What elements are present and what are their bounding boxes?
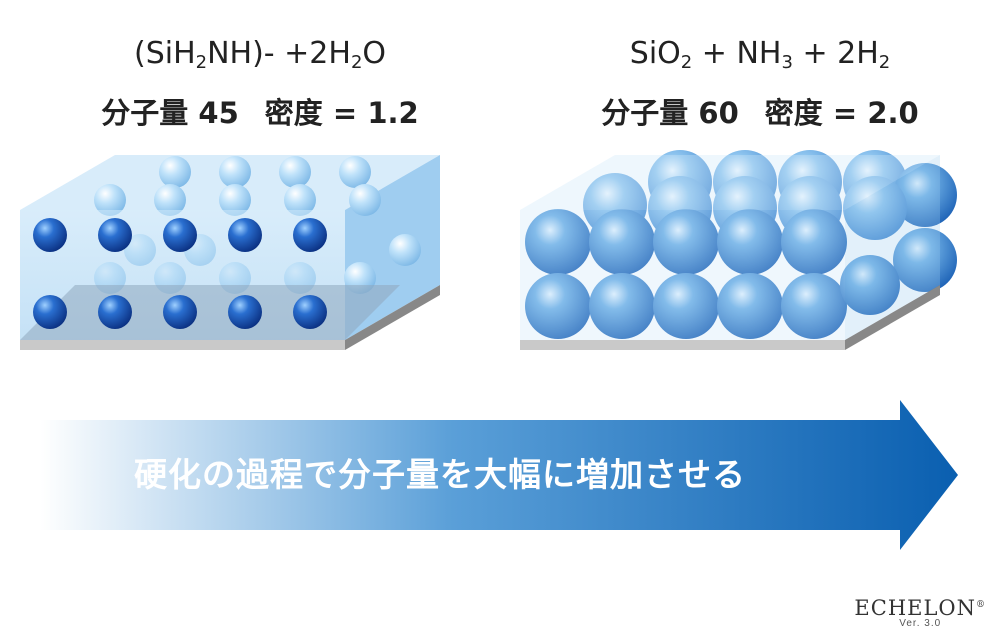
dark-sphere bbox=[293, 295, 327, 329]
light-sphere bbox=[159, 156, 191, 188]
right-formula-part2: + NH bbox=[692, 36, 782, 71]
light-sphere bbox=[94, 184, 126, 216]
big-sphere bbox=[717, 273, 783, 339]
left-formula-sub1: 2 bbox=[195, 52, 208, 73]
big-sphere bbox=[525, 209, 591, 275]
dark-sphere bbox=[228, 218, 262, 252]
big-sphere bbox=[525, 273, 591, 339]
left-base-side bbox=[345, 285, 440, 350]
light-sphere bbox=[284, 184, 316, 216]
right-box-side-face bbox=[845, 155, 940, 340]
big-sphere bbox=[781, 273, 847, 339]
right-front-spheres bbox=[525, 209, 900, 339]
dark-sphere bbox=[33, 218, 67, 252]
big-sphere bbox=[589, 209, 655, 275]
big-sphere bbox=[589, 273, 655, 339]
left-formula-sub2: 2 bbox=[350, 52, 363, 73]
right-density-label: 密度 bbox=[764, 96, 823, 130]
logo-version: Ver. 3.0 bbox=[899, 618, 942, 629]
left-density-label: 密度 bbox=[264, 96, 323, 130]
big-sphere bbox=[893, 163, 957, 227]
big-sphere bbox=[653, 273, 719, 339]
dark-sphere bbox=[33, 295, 67, 329]
right-mw-label: 分子量 bbox=[601, 96, 689, 130]
right-density-eq: = bbox=[832, 96, 858, 130]
dark-sphere bbox=[163, 295, 197, 329]
big-sphere bbox=[840, 255, 900, 315]
big-sphere bbox=[843, 176, 907, 240]
light-sphere bbox=[389, 234, 421, 266]
dark-sphere bbox=[98, 218, 132, 252]
left-front-spheres bbox=[33, 218, 327, 329]
left-formula-part1: (SiH bbox=[133, 36, 196, 71]
dark-sphere bbox=[163, 218, 197, 252]
left-properties: 分子量 45 密度 = 1.2 bbox=[20, 90, 500, 132]
right-box-front-face bbox=[520, 210, 845, 340]
left-density-eq: = bbox=[332, 96, 358, 130]
right-box-top-face bbox=[520, 155, 940, 210]
arrow-shape bbox=[40, 400, 958, 550]
right-formula-part3: + 2H bbox=[792, 36, 879, 71]
right-formula-sub1: 2 bbox=[680, 52, 693, 73]
light-sphere bbox=[349, 184, 381, 216]
left-formula-part2: NH)- +2H bbox=[207, 36, 351, 71]
right-formula-sub3: 2 bbox=[878, 52, 891, 73]
process-arrow: 硬化の過程で分子量を大幅に増加させる bbox=[40, 395, 960, 555]
right-formula: SiO2 + NH3 + 2H2 bbox=[520, 36, 1000, 73]
big-sphere bbox=[717, 209, 783, 275]
light-sphere bbox=[339, 156, 371, 188]
right-mw-value: 60 bbox=[698, 96, 739, 130]
left-formula-part3: O bbox=[362, 36, 387, 71]
big-sphere bbox=[653, 209, 719, 275]
right-density-value: 2.0 bbox=[867, 96, 919, 130]
dark-sphere bbox=[228, 295, 262, 329]
big-sphere bbox=[893, 228, 957, 292]
left-box-floor bbox=[20, 285, 400, 340]
dark-sphere bbox=[293, 218, 327, 252]
left-molecule-box bbox=[20, 155, 440, 350]
right-base-front bbox=[520, 340, 845, 350]
left-mw-value: 45 bbox=[198, 96, 239, 130]
right-base-side bbox=[845, 285, 940, 350]
logo-name: ECHELON bbox=[854, 596, 976, 620]
light-sphere bbox=[219, 156, 251, 188]
arrow-label: 硬化の過程で分子量を大幅に増加させる bbox=[134, 455, 746, 494]
big-sphere bbox=[781, 209, 847, 275]
echelon-logo: ECHELON® Ver. 3.0 bbox=[854, 596, 986, 629]
left-formula: (SiH2NH)- +2H2O bbox=[20, 36, 500, 73]
logo-registered-mark: ® bbox=[976, 600, 986, 610]
dark-sphere bbox=[98, 295, 132, 329]
light-sphere bbox=[219, 184, 251, 216]
light-sphere bbox=[154, 184, 186, 216]
right-back-spheres bbox=[583, 150, 957, 292]
right-formula-sub2: 3 bbox=[781, 52, 793, 73]
arrow-body bbox=[40, 400, 958, 550]
right-molecule-box bbox=[520, 150, 957, 350]
right-properties: 分子量 60 密度 = 2.0 bbox=[520, 90, 1000, 132]
light-sphere bbox=[279, 156, 311, 188]
left-base-front bbox=[20, 340, 345, 350]
right-formula-part1: SiO bbox=[629, 36, 681, 71]
left-mw-label: 分子量 bbox=[101, 96, 189, 130]
left-density-value: 1.2 bbox=[367, 96, 419, 130]
